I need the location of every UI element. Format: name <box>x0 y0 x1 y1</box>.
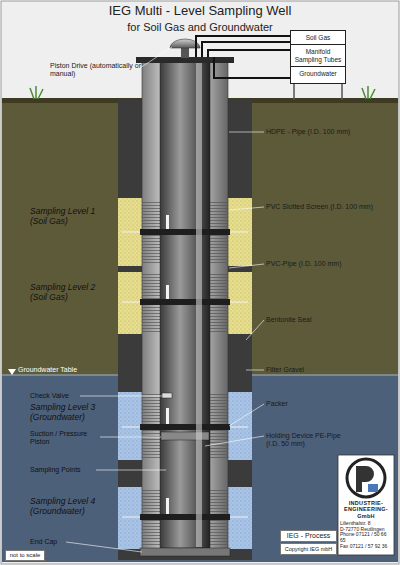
sampling-tube <box>208 50 290 57</box>
company-logo <box>347 459 385 497</box>
sampling-point <box>166 408 169 424</box>
sampling-tube <box>214 57 290 78</box>
packer-flange <box>122 232 140 233</box>
packer <box>140 229 230 235</box>
leader-line <box>96 470 166 471</box>
company-box: INDUSTRIE- ENGINEERING- GmbHLilienthalst… <box>338 455 394 555</box>
part-label: HDPE - Pipe (I.D. 100 mm) <box>266 128 396 136</box>
part-label: Filter Gravel <box>266 366 396 374</box>
process-name: IEG - Process <box>281 531 336 541</box>
level-label: Sampling Level 4 (Groundwater) <box>30 497 112 517</box>
process-box: IEG - Process <box>280 530 337 542</box>
packer-flange <box>230 517 248 518</box>
water-table-symbol <box>8 369 16 375</box>
packer-flange <box>122 427 140 428</box>
part-label: Bentonite Seal <box>266 316 396 324</box>
leader-line <box>100 437 161 438</box>
logo-panel <box>338 455 394 555</box>
diagram-title: IEG Multi - Level Sampling Well <box>0 4 400 19</box>
part-label: PVC Slotted Screen (I.D. 100 mm) <box>266 203 396 211</box>
level-label: Sampling Level 1 (Soil Gas) <box>30 207 108 227</box>
part-label: End Cap <box>30 538 90 546</box>
leader-line <box>229 404 264 426</box>
packer-flange <box>122 517 140 518</box>
packer <box>140 424 230 430</box>
manifold-stand <box>293 84 295 100</box>
leader-line <box>205 436 264 446</box>
part-label: Holding Device PE-Pipe (I.D. 50 mm) <box>266 432 354 448</box>
water-table-label: Groundwater Table <box>18 366 110 374</box>
leader-line <box>66 542 142 552</box>
manifold-row: Groundwater <box>291 67 345 80</box>
part-label: Piston Drive (automatically or manual) <box>50 62 142 78</box>
manifold-row: Manifold Sampling Tubes <box>291 45 345 67</box>
leader-lines <box>66 47 264 552</box>
check-valve <box>162 393 172 398</box>
grass-tuft <box>362 86 375 99</box>
part-label: Sampling Points <box>30 466 100 474</box>
address-line: Lilienthalstr. 8 <box>338 521 394 527</box>
copyright-note: Copyright IEG mbH <box>281 544 336 554</box>
leader-line <box>80 396 162 397</box>
leader-line <box>229 207 264 210</box>
part-label: PVC-Pipe (I.D. 100 mm) <box>266 260 396 268</box>
leader-line <box>229 264 264 268</box>
manifold-box: Soil GasManifold Sampling TubesGroundwat… <box>290 30 346 84</box>
address-line: Phone 07121 / 50 66 65 <box>338 532 394 544</box>
holding-device <box>196 63 202 547</box>
leader-line <box>246 370 264 371</box>
leader-line <box>246 320 264 340</box>
sampling-point <box>166 498 169 514</box>
address-line: Fax 07121 / 57 92 36 <box>338 544 394 550</box>
end-cap <box>140 548 230 556</box>
packer <box>140 514 230 520</box>
packer-flange <box>230 232 248 233</box>
note-box: not to scale <box>5 550 45 561</box>
level-label: Sampling Level 3 (Groundwater) <box>30 403 112 423</box>
sampling-tube <box>202 42 290 57</box>
scale-note: not to scale <box>6 551 44 560</box>
sampling-point <box>166 215 169 229</box>
level-label: Sampling Level 2 (Soil Gas) <box>30 283 108 303</box>
sampling-point <box>166 285 169 299</box>
sampling-tube <box>196 36 290 57</box>
leader-line <box>140 47 172 68</box>
company-name: INDUSTRIE- ENGINEERING- GmbH <box>338 500 394 521</box>
copyright-box: Copyright IEG mbH <box>280 543 337 555</box>
part-label: Packer <box>266 400 396 408</box>
packer-flange <box>230 302 248 303</box>
company-logo <box>368 484 378 492</box>
packer <box>140 299 230 305</box>
manifold-row: Soil Gas <box>291 31 345 45</box>
manifold-stand <box>341 84 343 100</box>
grass-tuft <box>30 86 43 99</box>
packer-flange <box>122 302 140 303</box>
packer-flange <box>230 427 248 428</box>
part-label: Check Valve <box>30 392 100 400</box>
part-label: Suction / Pressure Piston <box>30 430 102 446</box>
leader-line <box>229 132 264 133</box>
